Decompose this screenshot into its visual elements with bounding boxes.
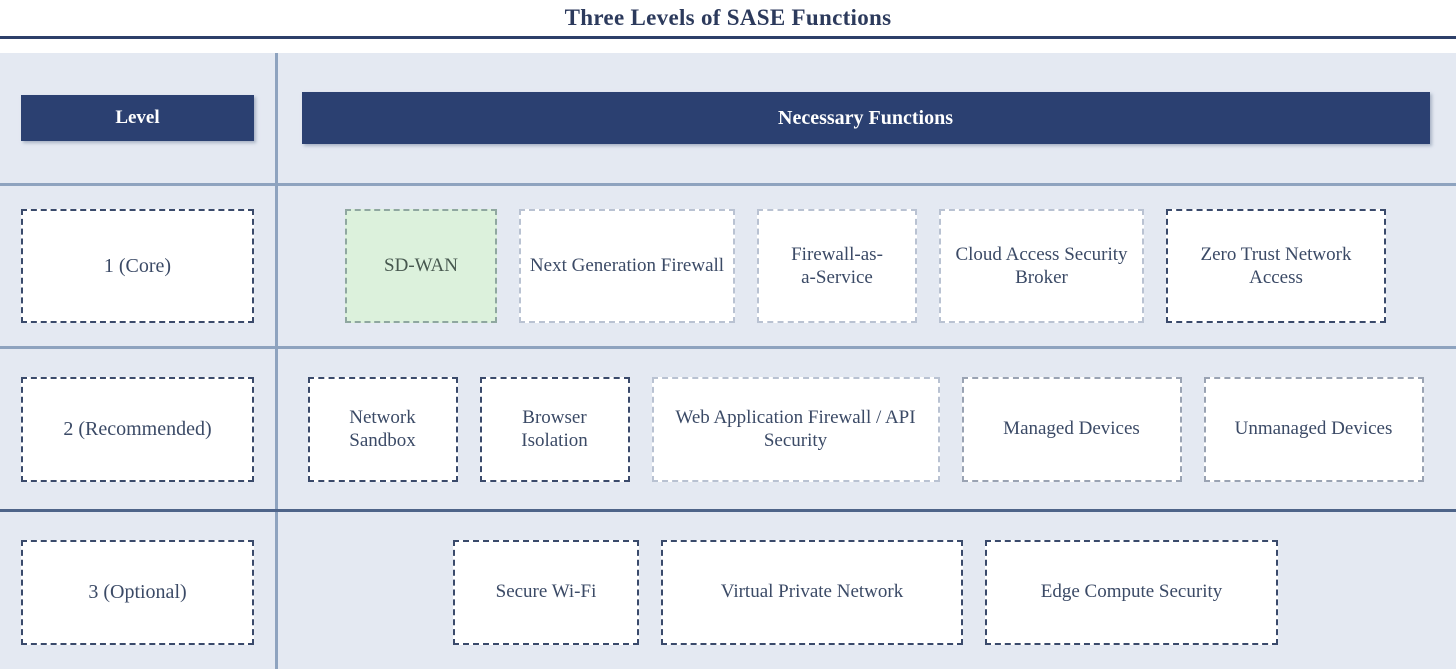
function-box-secure-wi-fi[interactable]: Secure Wi-Fi	[453, 539, 639, 645]
functions-cell: Network Sandbox Browser Isolation Web Ap…	[275, 349, 1456, 509]
function-box-cloud-access-security-broker[interactable]: Cloud Access Security Broker	[939, 209, 1144, 323]
level-cell: 1 (Core)	[0, 186, 275, 346]
functions-cell: Secure Wi-Fi Virtual Private Network Edg…	[275, 512, 1456, 672]
function-box-firewall-as-a-service[interactable]: Firewall-as- a-Service	[757, 209, 917, 323]
header-cell-functions: Necessary Functions	[275, 53, 1456, 183]
row-divider-2	[0, 509, 1456, 512]
table-row: 2 (Recommended) Network Sandbox Browser …	[0, 349, 1456, 509]
title-spacer	[0, 39, 1456, 53]
function-box-sd-wan[interactable]: SD-WAN	[345, 209, 497, 323]
function-box-edge-compute-security[interactable]: Edge Compute Security	[985, 539, 1278, 645]
column-header-functions: Necessary Functions	[301, 92, 1430, 144]
level-label-2: 2 (Recommended)	[21, 376, 254, 482]
sase-levels-table: Level Necessary Functions 1 (Core) SD-WA…	[0, 53, 1456, 669]
level-cell: 2 (Recommended)	[0, 349, 275, 509]
function-box-browser-isolation[interactable]: Browser Isolation	[479, 376, 630, 482]
functions-cell: SD-WAN Next Generation Firewall Firewall…	[275, 186, 1456, 346]
function-box-virtual-private-network[interactable]: Virtual Private Network	[661, 539, 963, 645]
row-divider-header	[0, 183, 1456, 186]
level-cell: 3 (Optional)	[0, 512, 275, 672]
column-divider	[275, 53, 278, 669]
table-row: 3 (Optional) Secure Wi-Fi Virtual Privat…	[0, 512, 1456, 672]
column-header-level: Level	[21, 95, 254, 141]
header-cell-level: Level	[0, 53, 275, 183]
function-box-network-sandbox[interactable]: Network Sandbox	[307, 376, 458, 482]
level-label-1: 1 (Core)	[21, 209, 254, 323]
table-header-row: Level Necessary Functions	[0, 53, 1456, 183]
table-row: 1 (Core) SD-WAN Next Generation Firewall…	[0, 186, 1456, 346]
function-box-unmanaged-devices[interactable]: Unmanaged Devices	[1203, 376, 1424, 482]
function-box-web-application-firewall-api-security[interactable]: Web Application Firewall / API Security	[651, 376, 940, 482]
page-title: Three Levels of SASE Functions	[564, 5, 892, 30]
level-label-3: 3 (Optional)	[21, 539, 254, 645]
function-box-managed-devices[interactable]: Managed Devices	[961, 376, 1182, 482]
title-area: Three Levels of SASE Functions	[0, 0, 1456, 36]
function-box-next-generation-firewall[interactable]: Next Generation Firewall	[519, 209, 735, 323]
title-divider	[0, 36, 1456, 39]
row-divider-1	[0, 346, 1456, 349]
function-box-zero-trust-network-access[interactable]: Zero Trust Network Access	[1166, 209, 1386, 323]
